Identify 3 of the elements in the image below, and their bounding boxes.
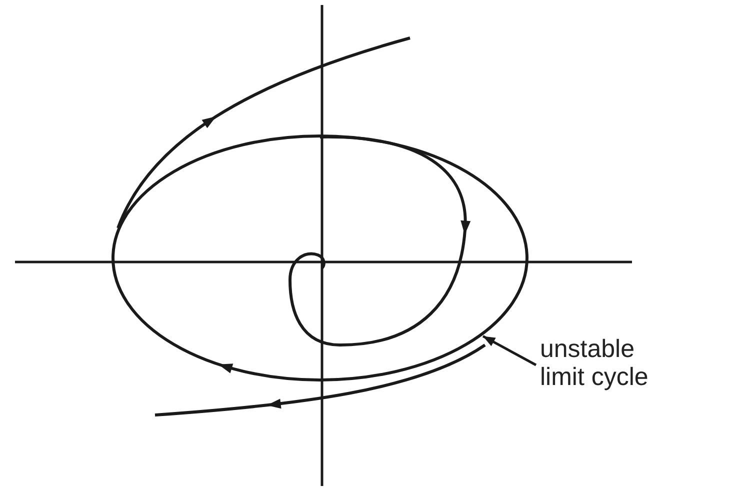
limit-cycle-ellipse — [111, 134, 529, 382]
curve-label: unstable limit cycle — [540, 335, 650, 391]
leader-line — [482, 335, 537, 366]
